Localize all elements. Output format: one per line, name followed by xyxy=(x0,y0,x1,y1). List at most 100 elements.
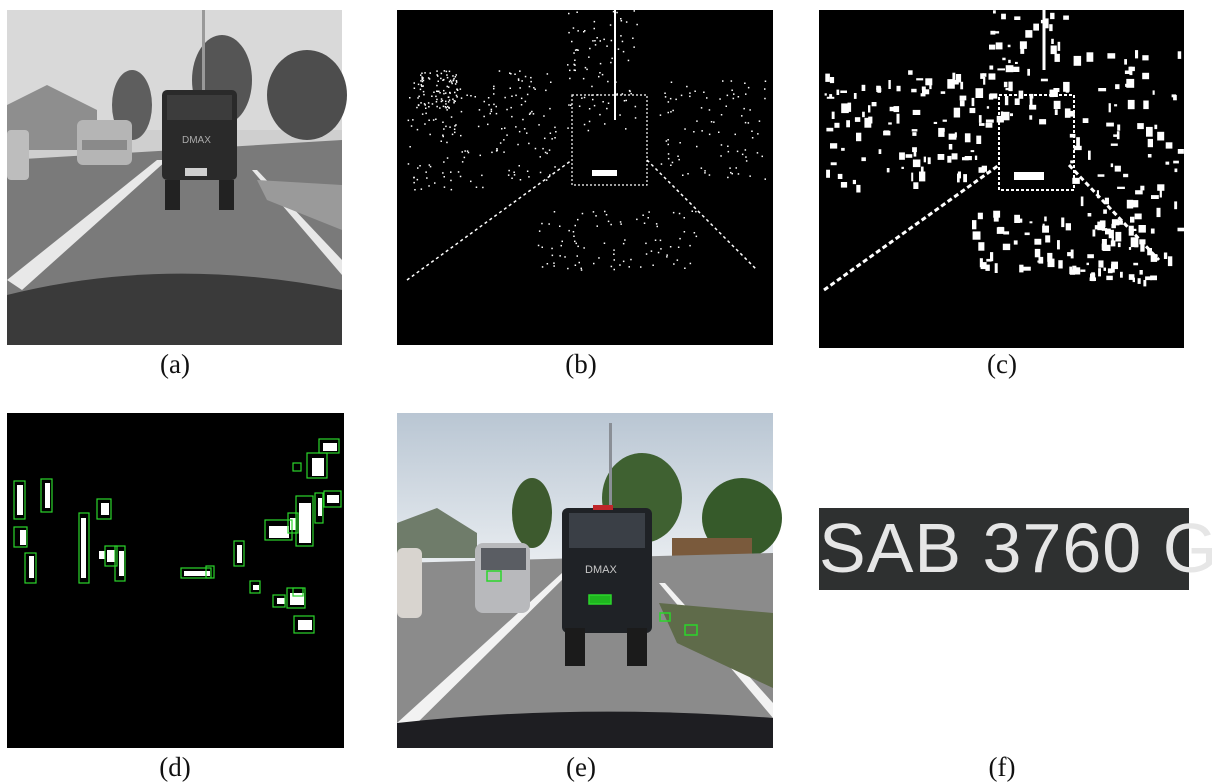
morph-blob xyxy=(1034,238,1042,245)
morph-blob xyxy=(1101,239,1107,248)
edge-pixel xyxy=(452,79,454,82)
edge-pixel xyxy=(578,261,580,264)
edge-pixel xyxy=(420,80,422,82)
edge-pixel xyxy=(454,76,457,78)
edge-pixel xyxy=(654,239,657,241)
edge-pixel xyxy=(593,27,595,30)
edge-pixel xyxy=(437,80,439,82)
morph-blob xyxy=(1065,223,1071,231)
morph-blob xyxy=(1013,240,1018,245)
morph-blob xyxy=(830,162,837,166)
morph-blob xyxy=(1107,268,1113,274)
edge-pixel xyxy=(447,101,450,103)
edge-pixel xyxy=(440,140,442,142)
morph-blob xyxy=(911,129,918,132)
edge-pixel xyxy=(447,96,450,98)
edge-pixel xyxy=(684,267,686,269)
edge-pixel xyxy=(443,92,445,95)
edge-pixel xyxy=(541,246,543,248)
morph-blob xyxy=(1151,195,1159,199)
morph-blob xyxy=(1106,122,1114,127)
edge-pixel xyxy=(634,117,637,119)
edge-pixel xyxy=(421,85,423,87)
morph-blob xyxy=(1014,16,1021,20)
morph-blob xyxy=(972,231,981,240)
morph-blob xyxy=(1001,13,1006,20)
edge-pixel xyxy=(722,80,724,82)
edge-pixel xyxy=(606,107,608,110)
edge-pixel xyxy=(446,141,448,144)
candidate-regions-image xyxy=(7,413,344,748)
edge-pixel xyxy=(446,105,449,108)
edge-pixel xyxy=(737,96,740,98)
morph-blob xyxy=(1007,44,1011,48)
edge-pixel xyxy=(614,45,616,47)
edge-pixel xyxy=(509,87,511,89)
edge-pixel xyxy=(751,130,753,132)
morph-blob xyxy=(1140,185,1145,191)
edge-pixel xyxy=(583,123,586,126)
edge-pixel xyxy=(450,116,453,118)
edge-pixel xyxy=(560,244,562,247)
edge-pixel xyxy=(440,72,443,75)
edge-pixel xyxy=(487,97,490,99)
edge-pixel xyxy=(625,21,628,23)
edge-pixel xyxy=(413,176,415,179)
edge-pixel xyxy=(694,90,696,92)
edge-pixel xyxy=(727,150,730,153)
edge-pixel xyxy=(440,100,443,103)
edge-pixel xyxy=(744,149,747,151)
morph-blob xyxy=(1142,72,1150,80)
edge-pixel xyxy=(443,70,446,72)
edge-pixel xyxy=(442,79,444,81)
morph-blob xyxy=(1029,221,1033,224)
edge-pixel xyxy=(520,104,523,106)
edge-pixel xyxy=(669,97,672,100)
edge-pixel xyxy=(517,78,520,80)
edge-pixel xyxy=(736,150,739,153)
edge-pixel xyxy=(676,259,679,261)
edge-pixel xyxy=(519,70,521,72)
edge-pixel xyxy=(620,35,622,37)
edge-pixel xyxy=(583,31,585,33)
morph-blob xyxy=(829,94,833,98)
edge-pixel xyxy=(436,74,438,76)
edge-pixel xyxy=(620,20,623,22)
edge-pixel xyxy=(470,95,472,97)
morph-blob xyxy=(1142,55,1149,61)
edge-pixel xyxy=(554,137,556,139)
morph-blob xyxy=(912,132,917,136)
edge-pixel xyxy=(689,244,691,247)
morph-blob xyxy=(1103,209,1107,214)
morph-blob xyxy=(1124,70,1132,74)
morph-blob xyxy=(1004,96,1009,106)
edge-pixel xyxy=(704,172,706,174)
edge-pixel xyxy=(442,135,444,138)
edge-pixel xyxy=(439,92,441,94)
edge-pixel xyxy=(455,124,457,126)
edge-pixel xyxy=(603,242,606,244)
morph-blob xyxy=(1073,145,1082,151)
edge-pixel xyxy=(460,97,463,99)
edge-pixel xyxy=(429,165,432,168)
morph-blob xyxy=(1174,168,1178,173)
morph-blob xyxy=(980,262,987,270)
edge-pixel xyxy=(605,214,608,216)
edge-pixel xyxy=(732,97,735,100)
caption-e: (e) xyxy=(566,752,596,782)
edge-pixel xyxy=(667,143,669,146)
edge-pixel xyxy=(425,112,427,115)
edge-pixel xyxy=(599,72,601,74)
morph-blob xyxy=(913,149,917,157)
edge-pixel xyxy=(455,74,457,76)
morph-blob xyxy=(1123,173,1129,178)
morph-blob xyxy=(1144,102,1148,108)
morph-blob xyxy=(1174,201,1178,210)
edge-pixel xyxy=(667,153,670,155)
edge-pixel xyxy=(577,49,579,51)
edge-pixel xyxy=(539,171,542,174)
morph-blob xyxy=(916,78,924,81)
morph-blob xyxy=(1139,270,1143,275)
edge-pixel xyxy=(436,70,438,72)
edge-pixel xyxy=(427,102,430,104)
